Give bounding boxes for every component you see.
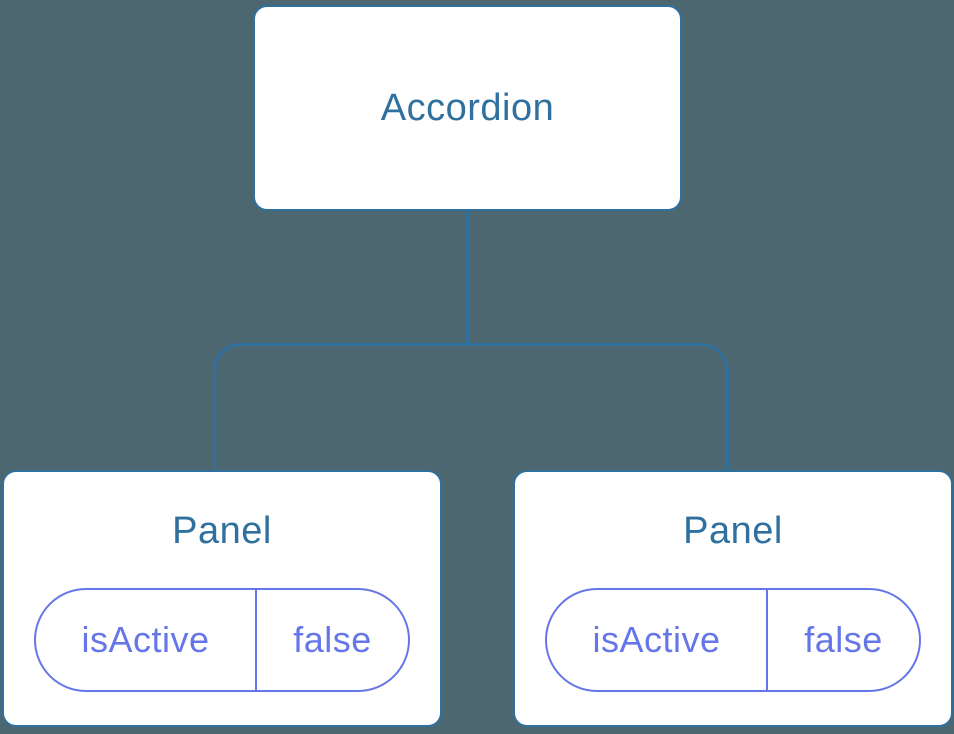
panel-node-right: Panel isActive false: [513, 470, 953, 727]
root-node-label: Accordion: [380, 86, 555, 129]
panel-title: Panel: [683, 510, 783, 552]
panel-title: Panel: [172, 510, 272, 552]
connector-branch-bracket: [213, 343, 729, 471]
state-value-label: false: [804, 619, 883, 660]
state-pill: isActive false: [545, 588, 921, 692]
state-value-label: false: [293, 619, 372, 660]
panel-node-left: Panel isActive false: [2, 470, 442, 727]
state-key-label: isActive: [36, 590, 257, 690]
root-node-accordion: Accordion: [253, 5, 682, 211]
state-pill: isActive false: [34, 588, 410, 692]
connector-vertical-line: [465, 209, 469, 346]
state-key-label: isActive: [547, 590, 768, 690]
